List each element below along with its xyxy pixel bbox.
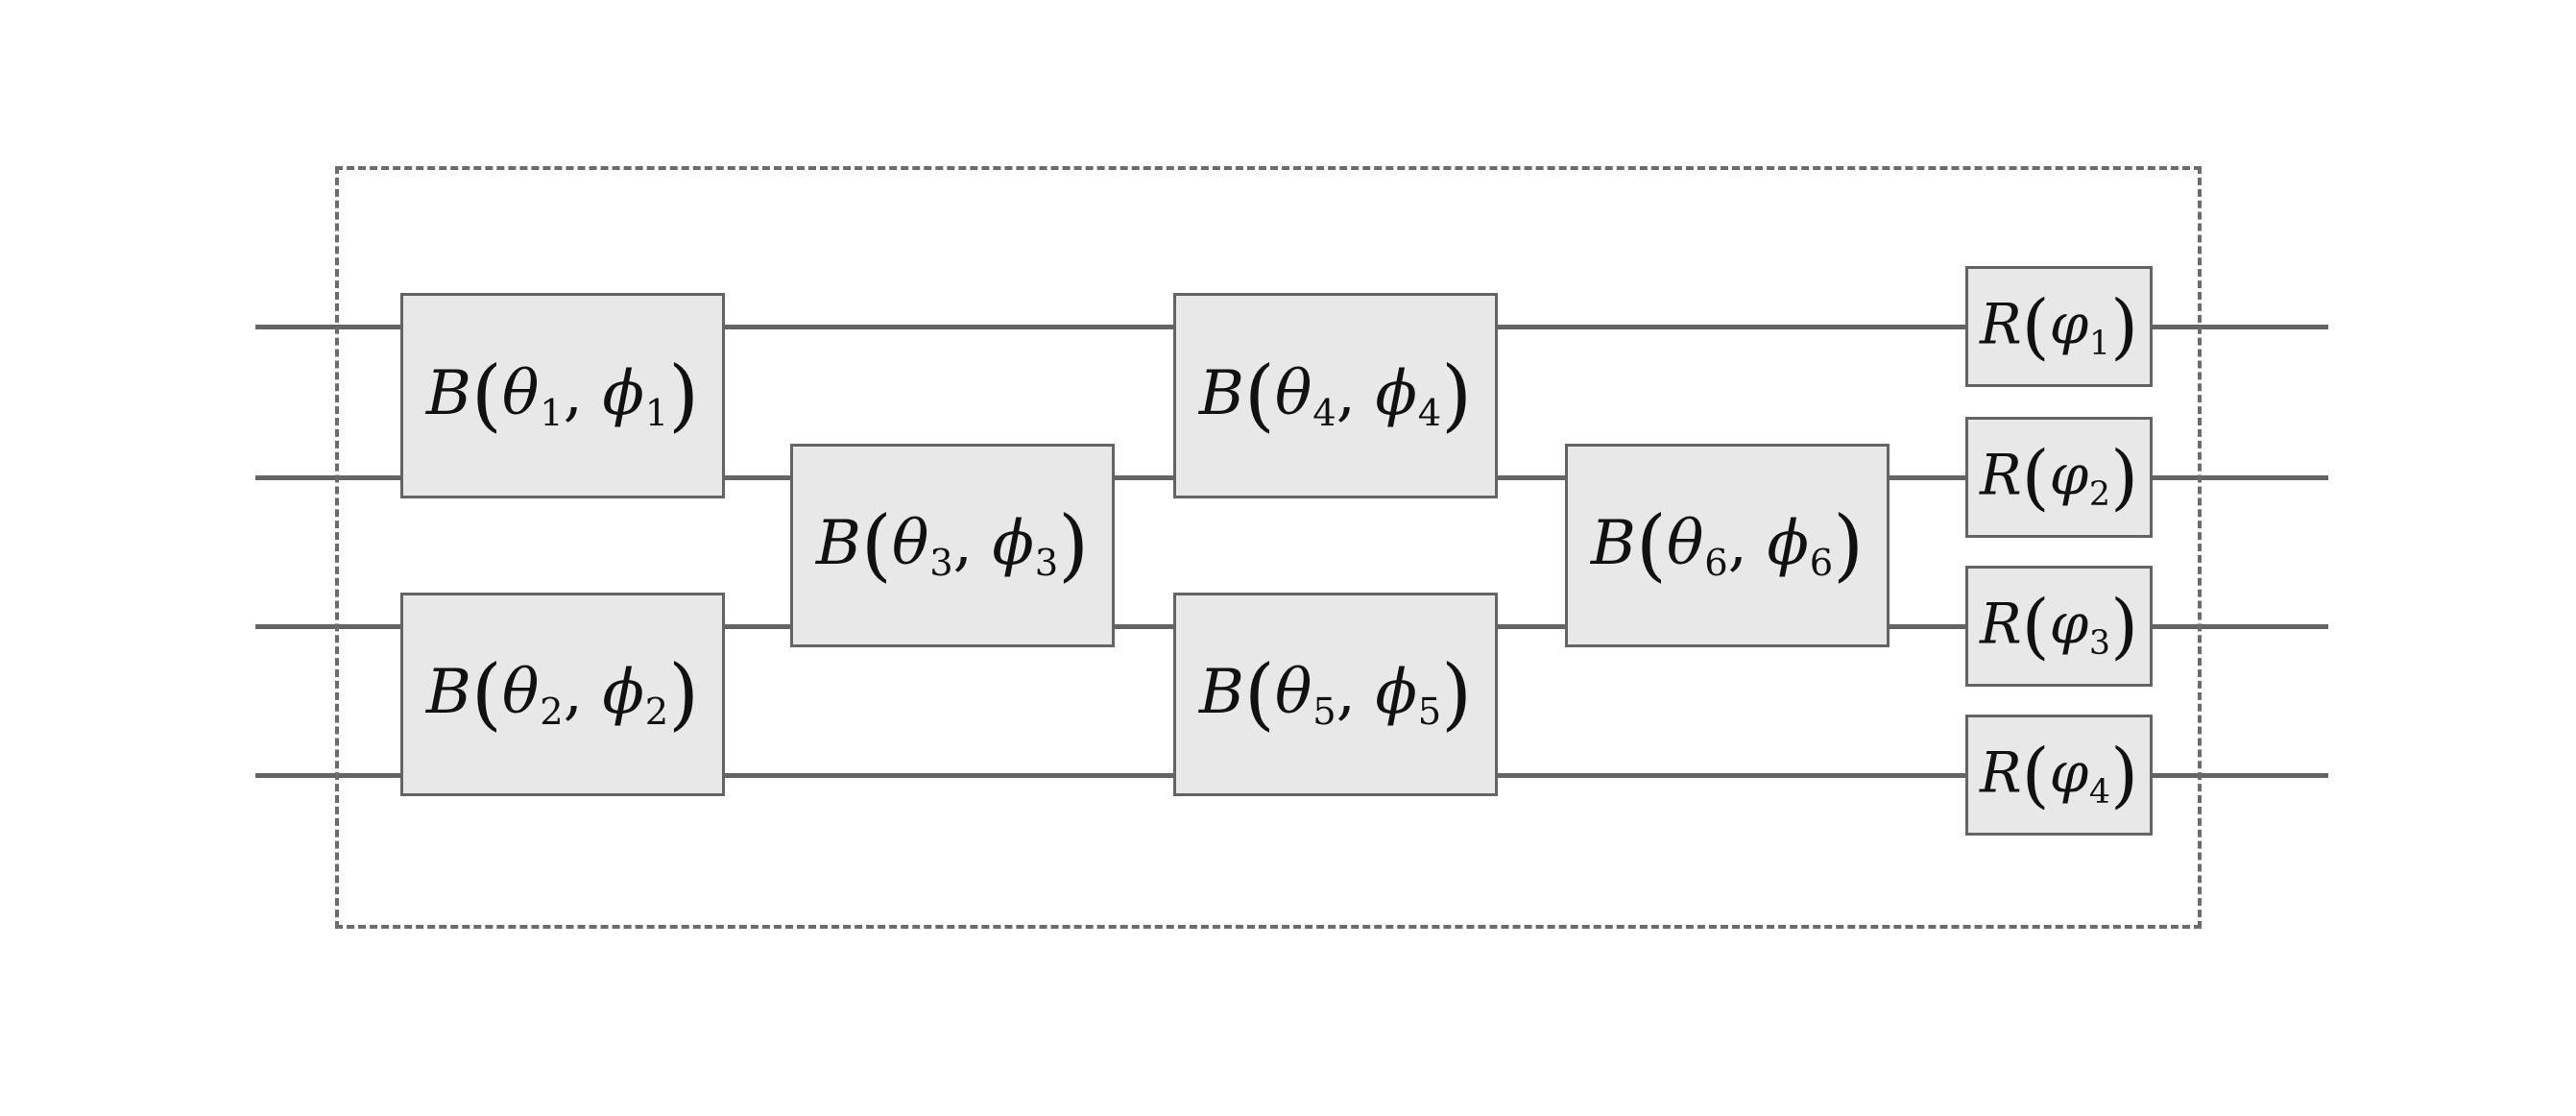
gate-R3: R(φ3) [1965, 566, 2153, 687]
gate-R1: R(φ1) [1965, 266, 2153, 387]
gate-B4: B(θ4, ϕ4) [1173, 293, 1498, 498]
gate-label: R(φ1) [1979, 283, 2139, 368]
gate-label: B(θ3, ϕ3) [815, 499, 1090, 592]
gate-B2: B(θ2, ϕ2) [400, 593, 725, 796]
gate-label: B(θ6, ϕ6) [1590, 499, 1865, 592]
gate-label: R(φ3) [1979, 583, 2139, 667]
gate-label: B(θ4, ϕ4) [1198, 350, 1473, 442]
gate-R4: R(φ4) [1965, 715, 2153, 836]
gate-label: B(θ2, ϕ2) [425, 648, 700, 740]
gate-B6: B(θ6, ϕ6) [1565, 444, 1890, 647]
gate-label: R(φ2) [1979, 434, 2139, 519]
dashed-boundary-box [335, 166, 2202, 929]
gate-B5: B(θ5, ϕ5) [1173, 593, 1498, 796]
gate-label: B(θ5, ϕ5) [1198, 648, 1473, 740]
gate-label: B(θ1, ϕ1) [425, 350, 700, 442]
gate-B1: B(θ1, ϕ1) [400, 293, 725, 498]
gate-label: R(φ4) [1979, 732, 2139, 816]
gate-B3: B(θ3, ϕ3) [790, 444, 1115, 647]
gate-R2: R(φ2) [1965, 417, 2153, 538]
